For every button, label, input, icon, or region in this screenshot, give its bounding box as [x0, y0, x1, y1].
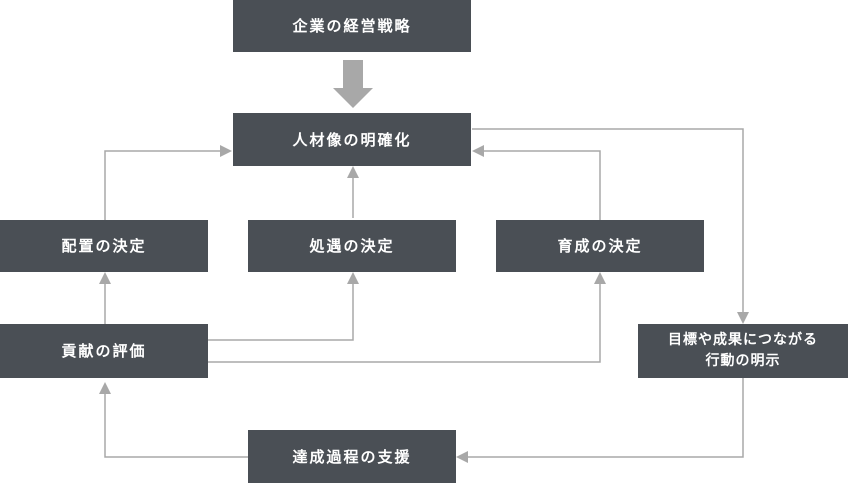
node-achievement-support-label: 達成過程の支援 [292, 447, 412, 466]
node-contribution-evaluation-label: 貢献の評価 [61, 342, 147, 360]
node-placement-decision-label: 配置の決定 [61, 237, 147, 255]
node-action-clarification-line1: 目標や成果につながる [668, 332, 818, 348]
node-ideal-talent: 人材像の明確化 [233, 113, 471, 166]
node-development-decision: 育成の決定 [496, 220, 704, 272]
connector-development-to-talent [478, 150, 601, 220]
connector-talent-to-action [472, 128, 744, 316]
connector-action-to-support [462, 378, 744, 458]
arrowhead-into-talent-bottom [347, 166, 359, 178]
arrowhead-into-talent-left [220, 145, 232, 157]
arrowhead-into-placement [99, 272, 111, 284]
node-action-clarification: 目標や成果につながる 行動の明示 [638, 324, 848, 378]
arrowhead-into-talent-right [472, 145, 484, 157]
node-corporate-strategy: 企業の経営戦略 [233, 0, 471, 52]
arrowhead-into-action [737, 312, 749, 324]
node-ideal-talent-label: 人材像の明確化 [292, 130, 412, 149]
node-development-decision-label: 育成の決定 [557, 237, 643, 255]
node-placement-decision: 配置の決定 [0, 220, 208, 272]
node-achievement-support: 達成過程の支援 [248, 430, 456, 483]
big-down-arrow [333, 60, 373, 108]
node-treatment-decision-label: 処遇の決定 [309, 237, 395, 255]
connector-evaluation-to-development [208, 280, 601, 363]
arrowhead-into-evaluation [99, 382, 111, 394]
node-action-clarification-line2: 行動の明示 [705, 353, 781, 369]
connector-support-to-evaluation [104, 388, 248, 458]
node-corporate-strategy-label: 企業の経営戦略 [292, 17, 412, 35]
arrowhead-into-development [594, 272, 606, 284]
arrowhead-into-treatment [347, 272, 359, 284]
connector-placement-to-talent [104, 150, 224, 220]
node-treatment-decision: 処遇の決定 [248, 220, 456, 272]
node-contribution-evaluation: 貢献の評価 [0, 324, 208, 378]
connector-evaluation-to-treatment [208, 280, 354, 341]
arrowhead-into-support [456, 451, 468, 463]
